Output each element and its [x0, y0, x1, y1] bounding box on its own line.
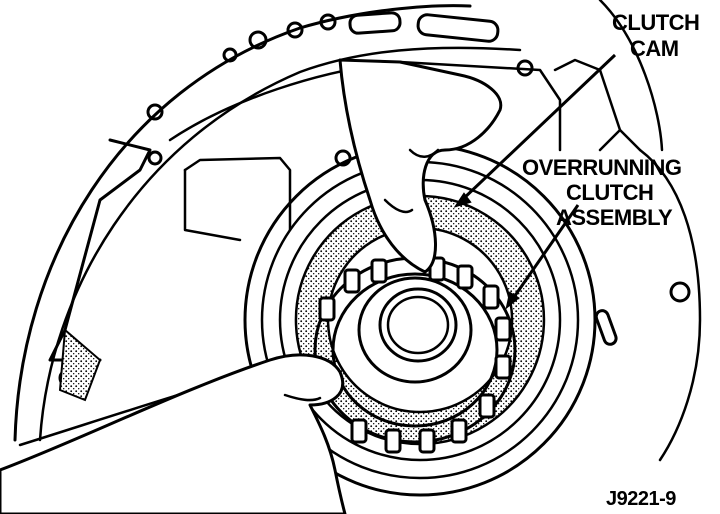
label-clutch-2: CLUTCH — [566, 180, 653, 205]
label-cam: CAM — [630, 36, 679, 61]
figure-id: J9221-9 — [606, 488, 676, 510]
label-overrunning: OVERRUNNING — [522, 155, 682, 180]
callout-overrunning-clutch: OVERRUNNING CLUTCH ASSEMBLY — [522, 155, 682, 230]
label-clutch: CLUTCH — [612, 10, 699, 35]
label-assembly: ASSEMBLY — [556, 205, 673, 230]
hand-top — [338, 58, 503, 274]
overrunning-clutch-assembly — [313, 256, 517, 454]
leader-lines — [453, 53, 617, 310]
hand-bottom — [0, 353, 347, 514]
callout-clutch-cam: CLUTCH CAM — [612, 10, 700, 61]
